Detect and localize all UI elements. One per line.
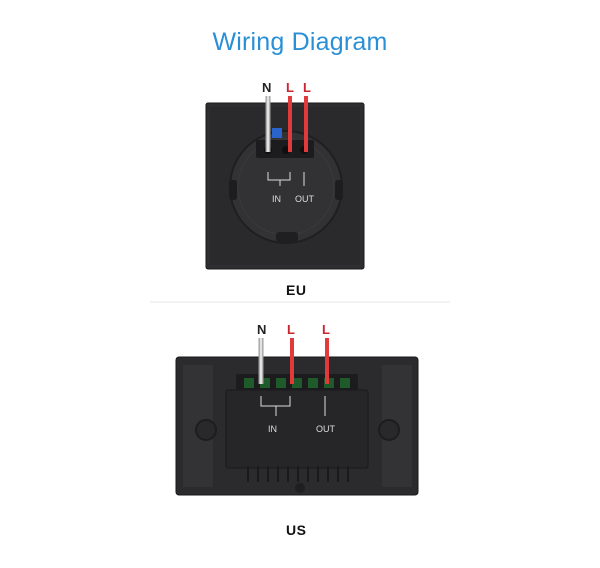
us-live-label-2: L [322, 322, 330, 337]
us-out-label: OUT [316, 424, 335, 434]
eu-in-label: IN [272, 194, 281, 204]
us-in-label: IN [268, 424, 277, 434]
us-switch-back [175, 356, 419, 496]
eu-neutral-label: N [262, 80, 272, 95]
diagram-title: Wiring Diagram [212, 28, 388, 56]
us-live-label-1: L [287, 322, 295, 337]
us-label: US [286, 522, 307, 538]
us-neutral-label: N [257, 322, 267, 337]
eu-label: EU [286, 282, 307, 298]
eu-switch-back [205, 102, 365, 270]
eu-live-label-1: L [286, 80, 294, 95]
eu-out-label: OUT [295, 194, 314, 204]
eu-live-label-2: L [303, 80, 311, 95]
